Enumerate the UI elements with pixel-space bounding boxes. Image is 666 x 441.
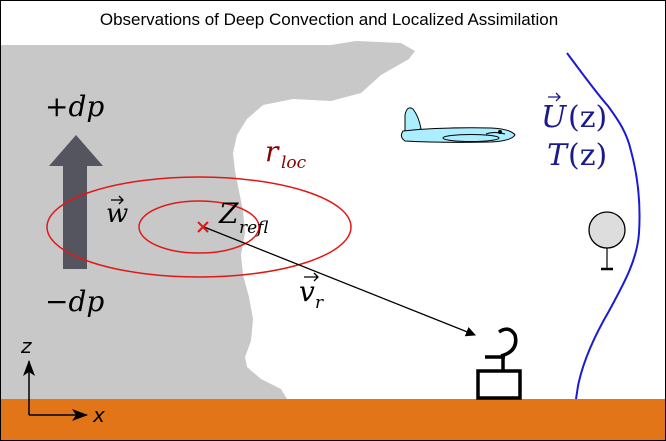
v-r-label: v r — [299, 272, 324, 313]
z-axis-label: z — [20, 334, 32, 358]
coordinate-axes: z x — [20, 334, 105, 427]
diagram-title: Observations of Deep Convection and Loca… — [100, 10, 558, 29]
w-vector-label: w — [106, 195, 128, 229]
reflectivity-marker — [197, 221, 209, 233]
svg-text:r: r — [315, 293, 324, 313]
z-refl-label: Z refl — [218, 197, 269, 238]
svg-text:(z): (z) — [568, 138, 607, 173]
radiosonde-balloon-icon — [588, 211, 626, 271]
aircraft-icon — [400, 107, 516, 143]
ground-surface — [1, 399, 665, 440]
convective-cloud — [1, 41, 415, 399]
svg-text:refl: refl — [239, 218, 269, 238]
sounding-profile-curve — [566, 52, 641, 400]
svg-text:Z: Z — [218, 197, 239, 230]
localization-ring-inner — [138, 200, 260, 254]
svg-text:T: T — [547, 138, 569, 173]
svg-text:v: v — [299, 275, 315, 308]
u-profile-label: U (z) — [541, 92, 607, 135]
plus-dp-label: +dp — [45, 90, 104, 123]
svg-text:(z): (z) — [568, 100, 607, 135]
radar-beam-line — [203, 226, 476, 337]
r-loc-label: r loc — [265, 135, 307, 173]
localization-ring-outer — [46, 176, 352, 278]
svg-text:w: w — [106, 199, 128, 229]
updraft-arrow — [49, 135, 103, 269]
t-profile-label: T (z) — [547, 138, 607, 173]
x-axis-label: x — [92, 403, 105, 427]
svg-text:U: U — [541, 100, 568, 135]
minus-dp-label: −dp — [45, 285, 104, 318]
svg-text:loc: loc — [281, 153, 307, 173]
radar-dish-icon — [476, 327, 522, 400]
svg-text:r: r — [265, 135, 280, 168]
